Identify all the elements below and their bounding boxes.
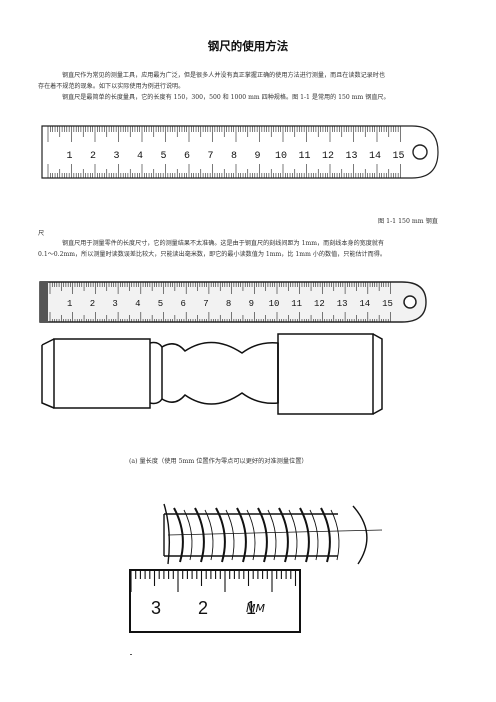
intro-paragraph: 钢直尺作为常见的测量工具，应用最为广泛，但是很多人并没有真正掌握正确的使用方法进…: [38, 70, 460, 103]
ruler-number-label: 11: [291, 299, 302, 309]
turned-part-drawing: [41, 333, 383, 415]
thread-crest: [257, 507, 268, 563]
thread-root: [246, 509, 256, 561]
ruler-number-label: 3: [112, 299, 117, 309]
ruler-number-label: 13: [337, 299, 348, 309]
body-paragraph: 钢直尺用于测量零件的长度尺寸，它的测量结果不太准确。这是由于钢直尺的刻线间距为 …: [38, 238, 460, 260]
figure-a-caption: (a) 量长度（使用 5mm 位置作为零点可以更好的对准测量位置）: [129, 458, 308, 465]
body-line-2: 0.1～0.2mm，所以测量时读数误差比较大，只能读出毫米数，即它的最小读数值为…: [38, 251, 386, 258]
ruler-unit-label: MM: [246, 602, 265, 615]
thread-crest: [194, 507, 205, 563]
screw-thread-measurement-figure: 3 2 1 MM: [129, 503, 383, 633]
ruler-number-label: 5: [158, 299, 163, 309]
hanging-hole-icon: [412, 144, 428, 160]
thread-crest: [236, 507, 247, 563]
thread-crest: [278, 507, 289, 563]
ruler-number-label: 8: [226, 299, 231, 309]
hanging-hole-icon: [403, 295, 417, 309]
ruler-number-label: 12: [322, 151, 334, 162]
thread-root: [225, 509, 235, 561]
page-title: 钢尺的使用方法: [207, 39, 289, 53]
ruler-number-label: 6: [180, 299, 185, 309]
ruler-number-label: 2: [90, 151, 96, 162]
intro-line-2: 存在着不规范的现象。如下以实际使用为例进行说明。: [38, 83, 185, 90]
figure-1-1-caption: 图 1-1 150 mm 钢直: [378, 218, 438, 225]
ruler-number-label: 1: [66, 151, 72, 162]
ruler-number-label: 15: [392, 151, 404, 162]
ruler-number-label: 2: [198, 598, 208, 618]
ruler-number-label: 9: [254, 151, 260, 162]
ruler-number-label: 10: [275, 151, 287, 162]
ruler-number-label: 13: [345, 151, 357, 162]
thread-crest: [215, 507, 226, 563]
page-footer-mark: [130, 654, 132, 655]
ruler-number-label: 7: [207, 151, 213, 162]
ruler-number-label: 6: [184, 151, 190, 162]
ruler-number-label: 2: [90, 299, 95, 309]
thread-root: [183, 509, 193, 561]
figure-1-1-caption-tail: 尺: [38, 230, 45, 237]
thread-crest: [173, 507, 184, 563]
ruler-number-label: 7: [203, 299, 208, 309]
ruler-number-label: 11: [298, 151, 310, 162]
ruler-number-label: 8: [231, 151, 237, 162]
ruler-number-label: 5: [160, 151, 166, 162]
ruler-number-label: 14: [369, 151, 381, 162]
thread-crest: [299, 507, 310, 563]
ruler-number-label: 9: [249, 299, 254, 309]
ruler-number-label: 12: [314, 299, 325, 309]
thread-root: [204, 509, 214, 561]
ruler-number-label: 3: [151, 598, 161, 618]
ruler-number-label: 4: [135, 299, 140, 309]
thread-root: [330, 509, 340, 561]
threaded-screw-drawing: [163, 503, 383, 565]
thread-crest: [320, 507, 331, 563]
intro-line-3: 钢直尺是最简单的长度量具，它的长度有 150，300，500 和 1000 mm…: [62, 94, 390, 101]
ruler-number-label: 4: [137, 151, 143, 162]
body-line-1: 钢直尺用于测量零件的长度尺寸，它的测量结果不太准确。这是由于钢直尺的刻线间距为 …: [62, 240, 385, 247]
intro-line-1: 钢直尺作为常见的测量工具，应用最为广泛，但是很多人并没有真正掌握正确的使用方法进…: [62, 72, 385, 79]
thread-root: [267, 509, 277, 561]
ruler-number-label: 1: [67, 299, 72, 309]
ruler-number-label: 10: [269, 299, 280, 309]
ruler-number-label: 15: [382, 299, 393, 309]
ruler-number-label: 1: [246, 598, 256, 618]
thread-root: [288, 509, 298, 561]
ruler-number-label: 3: [113, 151, 119, 162]
ruler-number-label: 14: [359, 299, 370, 309]
thread-root: [309, 509, 319, 561]
